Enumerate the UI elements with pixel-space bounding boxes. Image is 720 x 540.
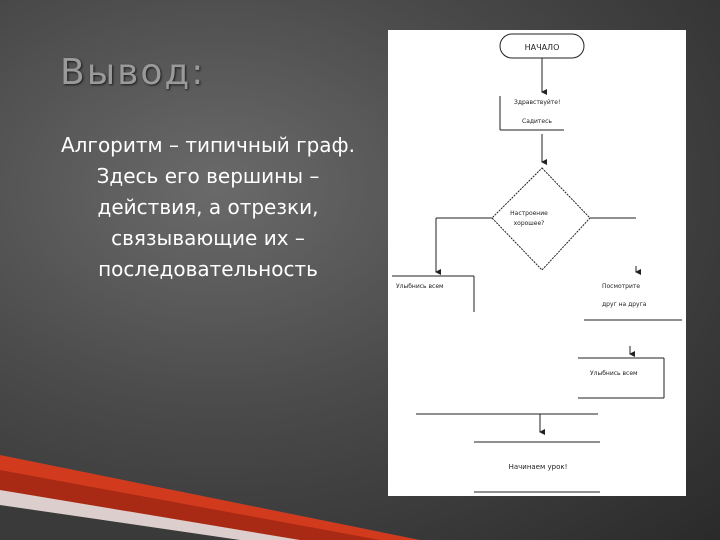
flowchart-panel: НАЧАЛО Здравствуйте! Садитесь Настроение… [388,30,686,496]
decision-diamond [491,167,591,271]
smile-box-label: Улыбнись всем [590,370,638,377]
greet-line1: Здравствуйте! [514,99,560,106]
decision-line2: хорошее? [514,220,545,227]
end-block-label: Начинаем урок! [509,463,568,471]
left-branch-label: Улыбнись всем [396,283,444,290]
right-branch-line2: друг на друга [602,301,647,308]
decision-line1: Настроение [510,210,548,217]
slide-title: Вывод: [60,52,206,93]
slide-body-text: Алгоритм – типичный граф. Здесь его верш… [60,133,356,281]
flowchart-diagram: НАЧАЛО Здравствуйте! Садитесь Настроение… [392,33,682,493]
right-branch-line1: Посмотрите [602,283,640,290]
start-label: НАЧАЛО [525,43,560,52]
gray-ribbon-shape [0,505,240,540]
greet-line2: Садитесь [522,118,552,125]
